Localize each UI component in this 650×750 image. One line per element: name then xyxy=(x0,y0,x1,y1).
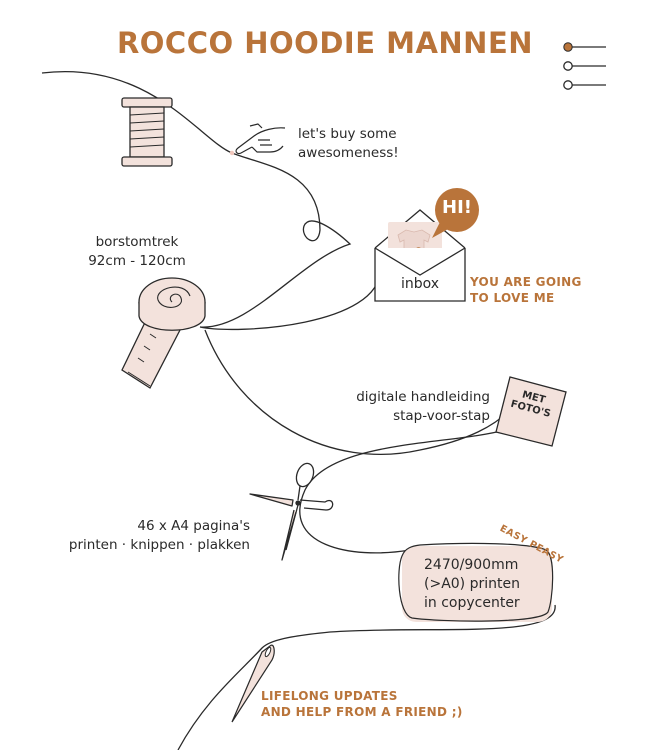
photo-tag-icon xyxy=(495,376,567,447)
buy-caption: let's buy some awesomeness! xyxy=(298,125,399,163)
size-caption-line-1: borstomtrek xyxy=(95,234,179,250)
sewing-needle-icon xyxy=(231,644,275,723)
manual-caption-line-2: stap-voor-stap xyxy=(393,408,490,424)
thread-line xyxy=(41,70,381,331)
thread-line-3 xyxy=(299,429,506,554)
size-caption: borstomtrek 92cm - 120cm xyxy=(82,233,192,271)
thread-line-4 xyxy=(177,604,556,750)
measuring-tape-icon xyxy=(121,277,206,389)
print-box xyxy=(398,542,554,622)
manual-caption: digitale handleiding stap-voor-stap xyxy=(330,388,490,426)
updates-caption-line-1: LIFELONG UPDATES xyxy=(261,689,398,703)
envelope-icon xyxy=(374,209,466,302)
print-caption-line-1: 2470/900mm xyxy=(424,557,519,573)
inbox-note-line-1: YOU ARE GOING xyxy=(470,275,582,289)
thread-line-2 xyxy=(204,329,511,455)
print-caption: 2470/900mm (>A0) printen in copycenter xyxy=(424,556,520,613)
pages-caption-line-2: printen · knippen · plakken xyxy=(68,537,250,553)
pages-caption-line-1: 46 x A4 pagina's xyxy=(137,518,250,534)
print-caption-line-2: (>A0) printen xyxy=(424,576,520,592)
scissors-icon xyxy=(249,462,334,561)
buy-caption-line-1: let's buy some xyxy=(298,126,397,142)
print-caption-line-3: in copycenter xyxy=(424,595,520,611)
thread-spool-icon xyxy=(121,97,173,167)
pages-caption: 46 x A4 pagina's printen · knippen · pla… xyxy=(60,517,250,555)
page-title: ROCCO HOODIE MANNEN xyxy=(116,26,534,60)
updates-caption: LIFELONG UPDATES AND HELP FROM A FRIEND … xyxy=(261,688,463,720)
updates-caption-line-2: AND HELP FROM A FRIEND ;) xyxy=(261,705,463,719)
size-caption-line-2: 92cm - 120cm xyxy=(88,253,186,269)
inbox-note-line-2: TO LOVE ME xyxy=(470,291,555,305)
hi-bubble-text: HI! xyxy=(442,197,472,218)
inbox-label: inbox xyxy=(400,276,440,292)
menu-sliders-icon[interactable] xyxy=(562,41,608,93)
pointing-hand-icon xyxy=(235,123,286,155)
hi-speech-bubble-icon xyxy=(432,188,479,238)
manual-caption-line-1: digitale handleiding xyxy=(356,389,490,405)
buy-caption-line-2: awesomeness! xyxy=(298,145,399,161)
inbox-note: YOU ARE GOING TO LOVE ME xyxy=(470,274,582,306)
